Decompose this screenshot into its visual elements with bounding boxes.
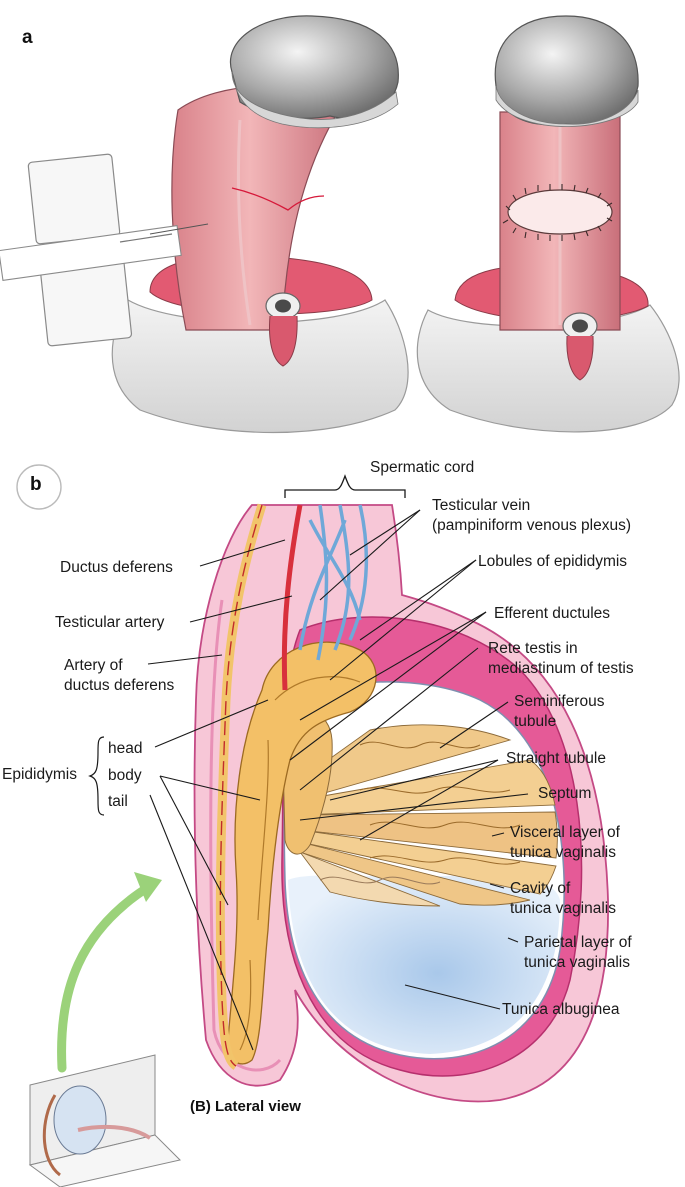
panel-b-illustration — [16, 464, 609, 1187]
label-epididymis: Epididymis — [2, 766, 77, 783]
seminiferous-lobules — [298, 724, 558, 907]
syringe-illustration — [0, 153, 209, 347]
label-testicular-artery: Testicular artery — [55, 614, 165, 631]
label-testicular-vein-1: Testicular vein — [432, 497, 531, 514]
label-epididymis-body: body — [108, 767, 142, 784]
panel-a-illustration — [0, 15, 680, 434]
label-parietal-layer-1: Parietal layer of — [524, 934, 632, 951]
panel-a-label: a — [22, 27, 33, 48]
label-rete-testis-1: Rete testis in — [488, 640, 578, 657]
label-lobules-epididymis: Lobules of epididymis — [478, 553, 628, 570]
label-rete-testis-2: mediastinum of testis — [488, 660, 634, 677]
label-epididymis-head: head — [108, 740, 143, 757]
label-visceral-layer-1: Visceral layer of — [510, 824, 620, 841]
orientation-icon — [28, 1054, 181, 1187]
label-epididymis-tail: tail — [108, 793, 128, 810]
label-cavity-1: Cavity of — [510, 880, 571, 897]
label-spermatic-cord: Spermatic cord — [370, 459, 475, 476]
label-septum: Septum — [538, 785, 592, 802]
label-testicular-vein-2: (pampiniform venous plexus) — [432, 517, 632, 534]
label-parietal-layer-2: tunica vaginalis — [524, 954, 630, 971]
label-tunica-albuginea: Tunica albuginea — [502, 1001, 620, 1018]
label-visceral-layer-2: tunica vaginalis — [510, 844, 616, 861]
panel-b-caption: (B) Lateral view — [190, 1098, 301, 1115]
label-cavity-2: tunica vaginalis — [510, 900, 616, 917]
label-artery-ductus-2: ductus deferens — [64, 677, 175, 694]
leader-lines — [147, 509, 529, 1051]
label-ductus-deferens: Ductus deferens — [60, 559, 173, 576]
label-efferent-ductules: Efferent ductules — [494, 605, 611, 622]
label-straight-tubule: Straight tubule — [506, 750, 606, 767]
label-artery-ductus-1: Artery of — [64, 657, 123, 674]
label-seminiferous-2: tubule — [514, 713, 557, 730]
panel-b-label: b — [30, 474, 42, 495]
label-seminiferous-1: Seminiferous — [514, 693, 605, 710]
